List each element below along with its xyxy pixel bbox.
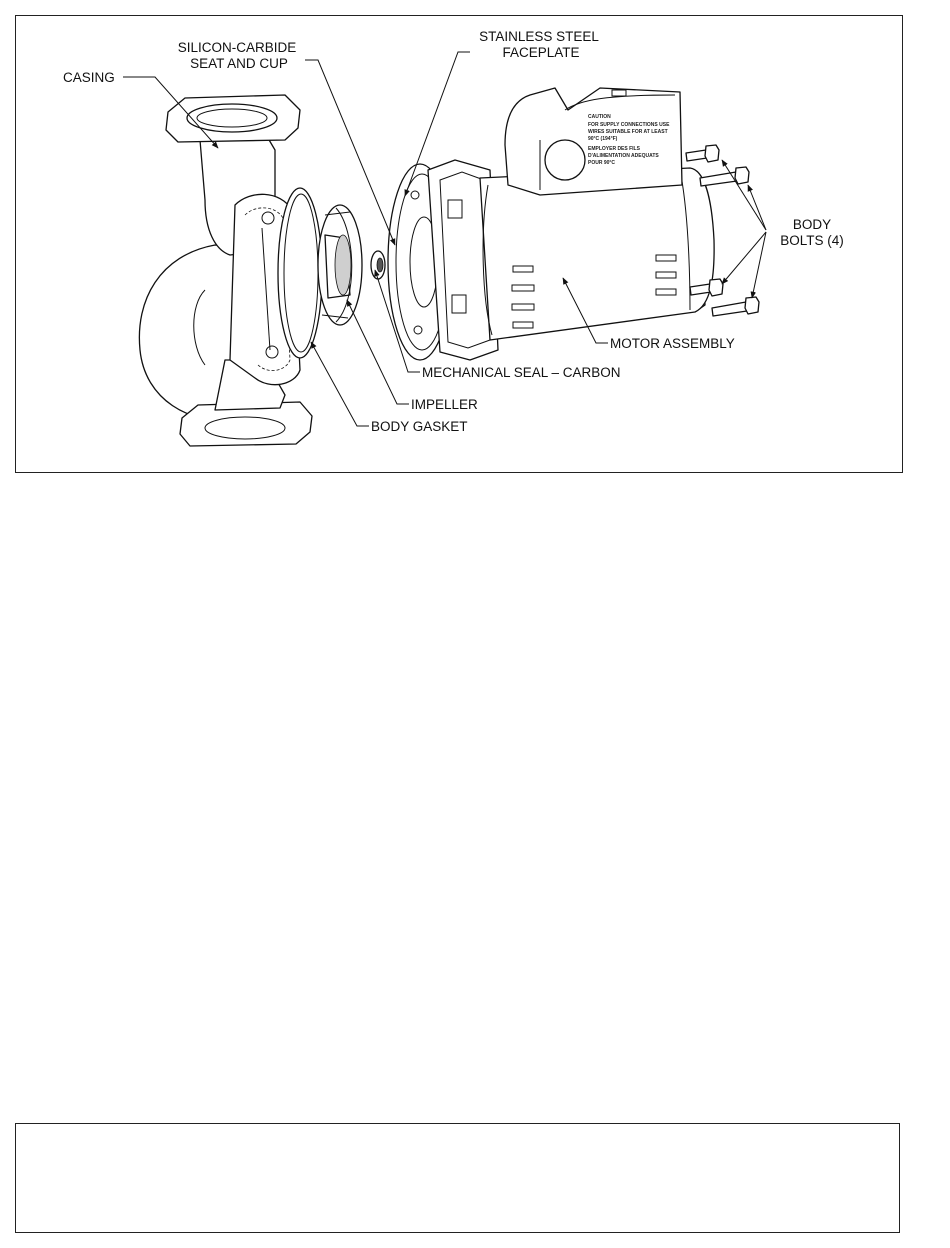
caution-line-6: D'ALIMENTATION ADEQUATS bbox=[588, 153, 659, 159]
label-faceplate-1: STAINLESS STEEL bbox=[479, 29, 599, 44]
label-seat-cup-2: SEAT AND CUP bbox=[190, 56, 288, 71]
bolt-1 bbox=[686, 145, 719, 162]
caution-line-2: FOR SUPPLY CONNECTIONS USE bbox=[588, 122, 670, 128]
label-impeller: IMPELLER bbox=[411, 397, 478, 412]
label-casing: CASING bbox=[63, 70, 115, 85]
caution-line-7: POUR 90°C bbox=[588, 160, 615, 166]
label-body-bolts-2: BOLTS (4) bbox=[780, 233, 844, 248]
label-seat-cup-1: SILICON-CARBIDE bbox=[178, 40, 297, 55]
label-mechanical-seal: MECHANICAL SEAL – CARBON bbox=[422, 365, 621, 380]
caution-line-4: 90°C (194°F) bbox=[588, 136, 618, 142]
caution-line-1: CAUTION bbox=[588, 114, 611, 120]
bolt-4 bbox=[712, 297, 759, 316]
mechanical-seal-drawing bbox=[371, 251, 385, 279]
body-gasket-drawing bbox=[278, 188, 322, 358]
caution-line-5: EMPLOYER DES FILS bbox=[588, 146, 641, 152]
impeller-drawing bbox=[318, 205, 362, 325]
label-body-bolts-1: BODY bbox=[793, 217, 831, 232]
label-motor-assembly: MOTOR ASSEMBLY bbox=[610, 336, 735, 351]
label-faceplate-2: FACEPLATE bbox=[502, 45, 579, 60]
motor-assembly-drawing: CAUTION FOR SUPPLY CONNECTIONS USE WIRES… bbox=[428, 88, 714, 360]
caution-line-3: WIRES SUITABLE FOR AT LEAST bbox=[588, 129, 668, 135]
label-body-gasket: BODY GASKET bbox=[371, 419, 468, 434]
bolt-2 bbox=[700, 167, 749, 186]
